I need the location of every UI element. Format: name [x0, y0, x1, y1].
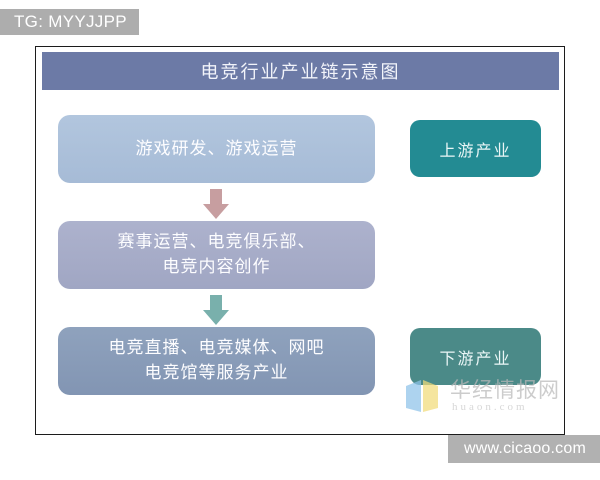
chain-node-downstream-text: 电竞直播、电竞媒体、网吧 电竞馆等服务产业: [109, 336, 325, 385]
chain-node-midstream: 赛事运营、电竞俱乐部、 电竞内容创作: [58, 221, 375, 289]
chain-node-upstream-line-1: 游戏研发、游戏运营: [135, 138, 298, 159]
chain-node-downstream-line-2: 电竞馆等服务产业: [144, 363, 289, 383]
chart-title: 电竞行业产业链示意图: [200, 62, 401, 83]
huaon-watermark-cn: 华经情报网: [450, 378, 560, 402]
tier-badge-downstream: 下游产业: [410, 328, 541, 385]
chain-node-downstream-line-1: 电竞直播、电竞媒体、网吧: [108, 338, 325, 359]
tier-badge-downstream-label: 下游产业: [439, 348, 512, 368]
huaon-watermark-url: huaon.com: [452, 401, 528, 413]
tier-badge-upstream-label: 上游产业: [439, 140, 512, 160]
tg-watermark-tag: TG: MYYJJPP: [0, 9, 139, 35]
chain-node-upstream-text: 游戏研发、游戏运营: [136, 137, 298, 162]
chain-node-midstream-line-1: 赛事运营、电竞俱乐部、: [117, 232, 316, 253]
source-url-bar: www.cicaoo.com: [448, 435, 600, 463]
chain-node-midstream-line-2: 电竞内容创作: [162, 257, 271, 277]
tier-badge-upstream: 上游产业: [410, 120, 541, 177]
huaon-logo-icon: [404, 378, 444, 416]
chain-node-downstream: 电竞直播、电竞媒体、网吧 电竞馆等服务产业: [58, 327, 375, 395]
chain-node-upstream: 游戏研发、游戏运营: [58, 115, 375, 183]
huaon-watermark: 华经情报网 huaon.com: [404, 374, 559, 420]
chain-node-midstream-text: 赛事运营、电竞俱乐部、 电竞内容创作: [118, 230, 316, 279]
chart-frame: 电竞行业产业链示意图 游戏研发、游戏运营 赛事运营、电竞俱乐部、 电竞内容创作 …: [35, 46, 565, 435]
arrow-down-icon-midstream-to-downstream: [199, 293, 233, 327]
chart-title-bar: 电竞行业产业链示意图: [42, 52, 559, 90]
arrow-down-icon-upstream-to-midstream: [199, 187, 233, 221]
